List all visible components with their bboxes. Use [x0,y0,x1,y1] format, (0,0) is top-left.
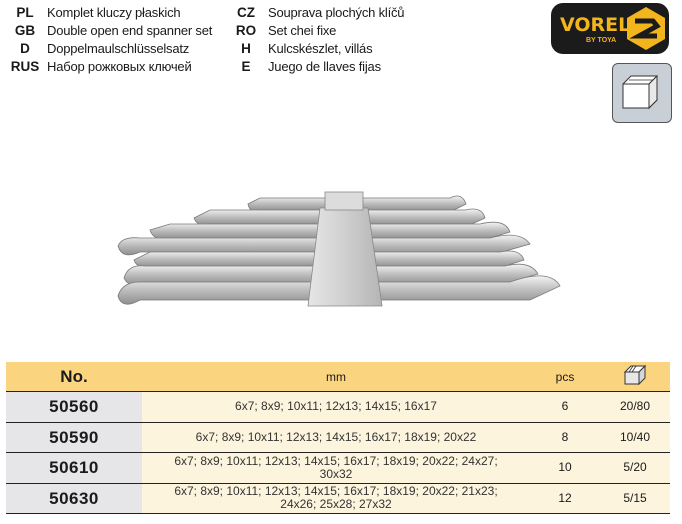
lang-code: PL [16,5,34,20]
table-row: 50560 6x7; 8x9; 10x11; 12x13; 14x15; 16x… [6,391,670,422]
translation-d: D Doppelmaulschlüsselsatz [0,40,230,57]
lang-text: Souprava plochých klíčů [268,5,405,20]
lang-code: GB [14,23,36,38]
cell-pack: 20/80 [600,391,670,422]
table-row: 50630 6x7; 8x9; 10x11; 12x13; 14x15; 16x… [6,482,670,514]
cell-no: 50630 [6,482,142,514]
cell-pack: 5/15 [600,482,670,514]
lang-code: RO [235,23,257,38]
lang-code: D [20,41,30,56]
translation-gb: GB Double open end spanner set [0,22,230,39]
lang-code: CZ [237,5,255,20]
lang-text: Set chei fixe [268,23,337,38]
lang-text: Набор рожковых ключей [47,59,192,74]
table-row: 50610 6x7; 8x9; 10x11; 12x13; 14x15; 16x… [6,452,670,483]
package-box-icon [612,63,672,123]
cell-no: 50590 [6,421,142,453]
cell-pcs: 6 [530,391,600,422]
cell-mm: 6x7; 8x9; 10x11; 12x13; 14x15; 16x17; 18… [142,482,530,514]
header-pcs: pcs [530,362,600,392]
translation-h: H Kulcskészlet, villás [230,40,430,57]
translation-e: E Juego de llaves fijas [230,58,430,75]
cell-mm: 6x7; 8x9; 10x11; 12x13; 14x15; 16x17; 18… [142,421,530,453]
lang-code: H [241,41,251,56]
cell-no: 50610 [6,452,142,483]
brand-name: VOREL [560,14,631,36]
cell-mm: 6x7; 8x9; 10x11; 12x13; 14x15; 16x17 [142,391,530,422]
table-header: No. mm pcs [6,362,670,392]
header-mm: mm [142,362,530,392]
brand-mark-icon [627,7,665,50]
brand-sub: BY TOYA [586,37,617,44]
spec-table: No. mm pcs 50560 6x7; 8x9; 10x11; 12x13;… [6,362,670,514]
vorel-logo: VOREL BY TOYA [551,3,669,54]
lang-text: Doppelmaulschlüsselsatz [47,41,190,56]
lang-code: E [241,59,251,74]
translation-ro: RO Set chei fixe [230,22,430,39]
cell-pcs: 12 [530,482,600,514]
package-box-icon [623,364,647,386]
translation-pl: PL Komplet kluczy płaskich [0,4,230,21]
header-no: No. [6,362,142,392]
cell-pack: 5/20 [600,452,670,483]
lang-code: RUS [10,59,40,74]
translation-rus: RUS Набор рожковых ключей [0,58,230,75]
cell-no: 50560 [6,391,142,422]
lang-text: Double open end spanner set [47,23,213,38]
table-row: 50590 6x7; 8x9; 10x11; 12x13; 14x15; 16x… [6,421,670,453]
translation-cz: CZ Souprava plochých klíčů [230,4,430,21]
cell-mm: 6x7; 8x9; 10x11; 12x13; 14x15; 16x17; 18… [142,452,530,483]
cell-pcs: 8 [530,421,600,453]
lang-text: Kulcskészlet, villás [268,41,373,56]
lang-text: Komplet kluczy płaskich [47,5,181,20]
spanner-set-image [117,191,561,307]
header-pack [600,362,670,392]
cell-pack: 10/40 [600,421,670,453]
cell-pcs: 10 [530,452,600,483]
lang-text: Juego de llaves fijas [268,59,381,74]
